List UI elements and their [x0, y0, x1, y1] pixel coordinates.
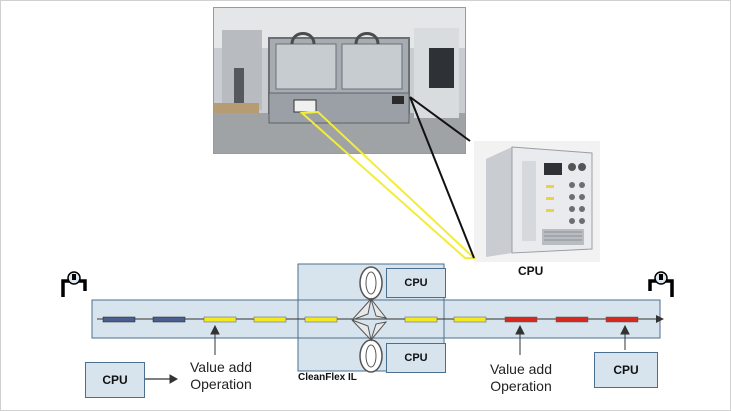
segment-red-1: [504, 316, 538, 323]
segment-red-2: [555, 316, 589, 323]
black-leader-line-upper: [409, 96, 471, 142]
segment-yellow-4: [404, 316, 438, 323]
segment-yellow-3: [304, 316, 338, 323]
segments: [102, 316, 639, 323]
nozzle-icon: [351, 266, 388, 373]
segment-yellow-2: [253, 316, 287, 323]
cpu-photo-caption: CPU: [518, 264, 544, 278]
cpu-cabinet-photo: [474, 141, 600, 262]
segment-blue-2: [152, 316, 186, 323]
left-operation-label: Value add Operation: [189, 359, 252, 392]
right-operation-label: Value add Operation: [489, 361, 552, 394]
station-cpu-top: CPU: [386, 268, 446, 298]
cleaner-label: CleanFlex IL: [298, 372, 357, 383]
segment-blue-1: [102, 316, 136, 323]
segment-yellow-5: [453, 316, 487, 323]
right-controller-cpu: CPU: [594, 352, 658, 388]
robot-arm-icon: [648, 271, 674, 297]
station-cpu-bottom: CPU: [386, 343, 446, 373]
segment-yellow-1: [203, 316, 237, 323]
left-controller-cpu: CPU: [85, 362, 145, 398]
black-leader-line: [409, 96, 475, 259]
yellow-leader-lines: [299, 110, 477, 259]
flow-arrow-icon: [656, 315, 664, 323]
segment-red-3: [605, 316, 639, 323]
robot-arm-icon: [61, 271, 87, 297]
label-arrows: [145, 324, 630, 384]
